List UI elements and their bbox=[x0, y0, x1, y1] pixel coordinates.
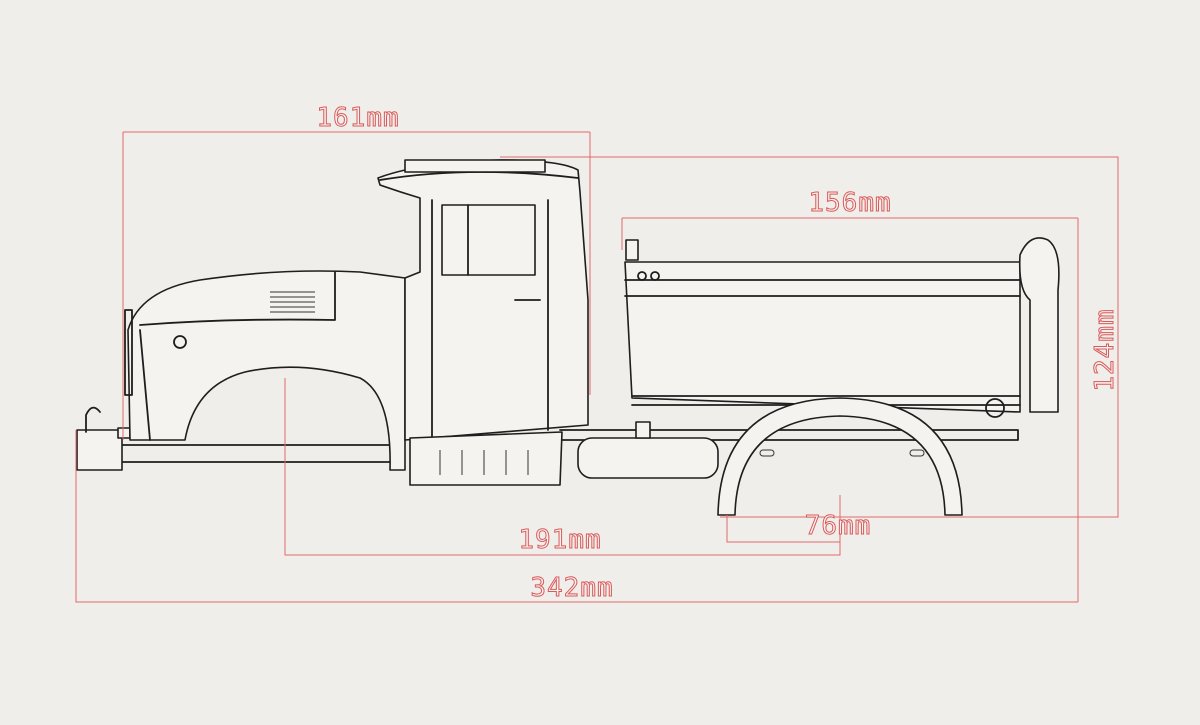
dimension-cab-length: 161mm bbox=[122, 103, 591, 440]
cab-length-label: 161mm bbox=[316, 103, 399, 133]
bed-length-label: 156mm bbox=[808, 188, 891, 218]
dimension-wheel-arch: 76mm bbox=[726, 511, 872, 543]
overall-length-label: 342mm bbox=[530, 573, 613, 603]
fuel-tank bbox=[577, 421, 719, 479]
axle-offset-label: 191mm bbox=[518, 525, 601, 555]
hood-vent bbox=[270, 291, 315, 313]
wheel-arch-label: 76mm bbox=[805, 511, 872, 541]
dump-bed bbox=[624, 237, 1060, 418]
dimension-axle-offset: 191mm bbox=[284, 378, 841, 556]
tow-hook bbox=[76, 406, 131, 471]
dimension-overall-length: 342mm bbox=[75, 430, 1078, 604]
height-label: 124mm bbox=[1090, 308, 1120, 391]
rear-fender bbox=[717, 397, 963, 516]
truck-outline bbox=[76, 159, 1060, 516]
dimension-height: 124mm bbox=[500, 156, 1121, 518]
dimension-bed-length: 156mm bbox=[621, 188, 1079, 602]
cab bbox=[377, 159, 589, 486]
